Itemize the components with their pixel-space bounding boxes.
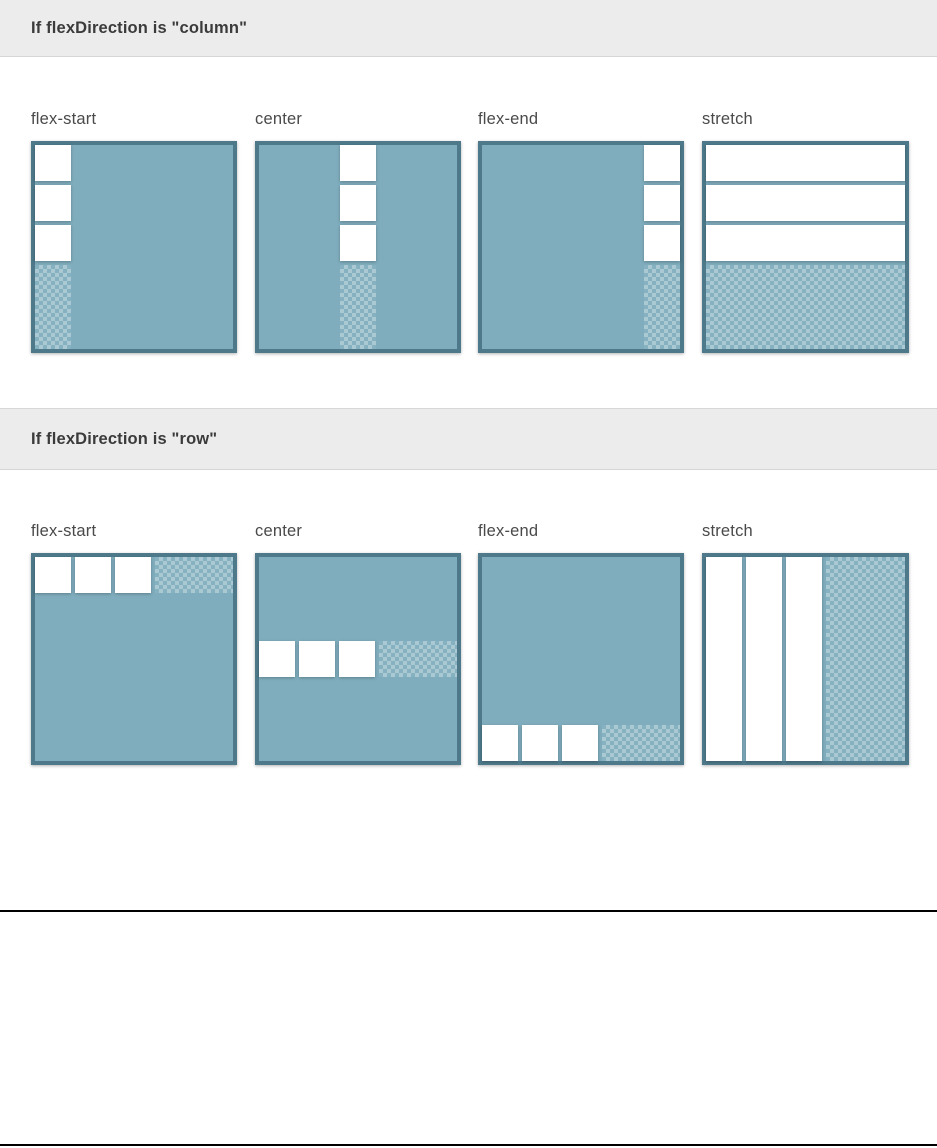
horizontal-rule-middle [0, 910, 937, 912]
free-space-placeholder [644, 265, 680, 349]
demo-band-column: flex-start center [0, 58, 937, 408]
flex-container [31, 141, 237, 353]
flex-item [259, 641, 295, 677]
flex-item [644, 185, 680, 221]
flex-item [35, 557, 71, 593]
demo-label: center [255, 110, 303, 128]
horizontal-rule-bottom [0, 1144, 937, 1146]
flex-item [706, 557, 742, 761]
flex-container [702, 141, 909, 353]
flex-inner [35, 557, 233, 761]
demo-label: flex-start [31, 110, 97, 128]
flex-item [522, 725, 558, 761]
flex-inner [35, 145, 233, 349]
demo-label: flex-start [31, 522, 97, 540]
flex-container [255, 553, 461, 765]
free-space-placeholder [602, 725, 680, 761]
flex-container [478, 553, 684, 765]
demo-cell-column-flex-start: flex-start [31, 58, 237, 353]
section-title-column: If flexDirection is "column" [31, 18, 248, 37]
free-space-placeholder [35, 265, 71, 349]
flex-item [115, 557, 151, 593]
flex-item [482, 725, 518, 761]
flex-item [644, 145, 680, 181]
flex-inner [706, 557, 905, 761]
flex-item [786, 557, 822, 761]
flex-item [706, 185, 905, 221]
flex-inner [482, 145, 680, 349]
flex-item [706, 145, 905, 181]
demo-cell-row-flex-start: flex-start [31, 470, 237, 765]
flex-container [702, 553, 909, 765]
section-header-column: If flexDirection is "column" [0, 0, 937, 57]
flex-item [339, 641, 375, 677]
flex-inner [706, 145, 905, 349]
free-space-placeholder [155, 557, 233, 593]
flex-inner [482, 557, 680, 761]
flex-item [35, 145, 71, 181]
free-space-placeholder [826, 557, 905, 761]
demo-label: stretch [702, 110, 753, 128]
flex-item [35, 185, 71, 221]
flex-item [644, 225, 680, 261]
flex-inner [259, 145, 457, 349]
flex-item [35, 225, 71, 261]
demo-label: stretch [702, 522, 753, 540]
demo-cell-column-flex-end: flex-end [478, 58, 684, 353]
demo-label: center [255, 522, 303, 540]
flex-item [340, 185, 376, 221]
flex-container [478, 141, 684, 353]
flex-item [746, 557, 782, 761]
section-header-row: If flexDirection is "row" [0, 408, 937, 470]
demo-cell-column-stretch: stretch [702, 58, 909, 353]
free-space-placeholder [706, 265, 905, 349]
flex-item [562, 725, 598, 761]
demo-cell-column-center: center [255, 58, 461, 353]
demo-band-row: flex-start center [0, 470, 937, 910]
section-title-row: If flexDirection is "row" [31, 429, 218, 448]
flex-item [299, 641, 335, 677]
flex-container [31, 553, 237, 765]
demo-label: flex-end [478, 522, 539, 540]
flex-item [340, 145, 376, 181]
demo-cell-row-center: center [255, 470, 461, 765]
flex-item [340, 225, 376, 261]
demo-cell-row-stretch: stretch [702, 470, 909, 765]
flex-item [706, 225, 905, 261]
flex-container [255, 141, 461, 353]
flex-inner [259, 557, 457, 761]
demo-cell-row-flex-end: flex-end [478, 470, 684, 765]
demo-label: flex-end [478, 110, 539, 128]
flex-item [75, 557, 111, 593]
free-space-placeholder [379, 641, 457, 677]
free-space-placeholder [340, 265, 376, 349]
